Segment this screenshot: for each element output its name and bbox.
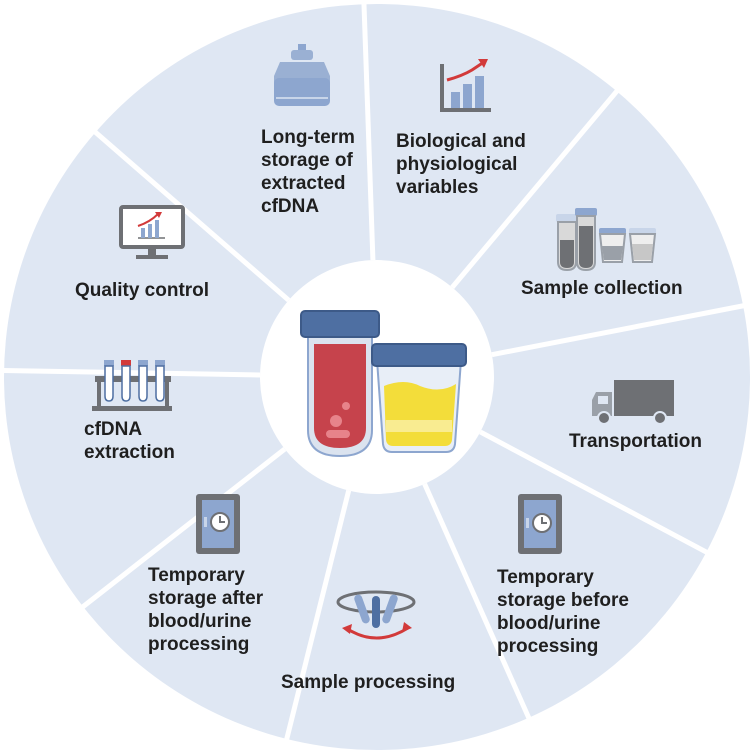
segment-divider xyxy=(284,489,352,741)
segment-divider xyxy=(3,367,261,378)
segment-divider xyxy=(361,3,376,261)
segment-dividers xyxy=(3,3,745,741)
truck-icon xyxy=(592,380,674,425)
centrifuge-icon xyxy=(336,590,416,640)
sample-tubes-icon xyxy=(556,208,657,272)
segment-divider xyxy=(93,129,291,303)
cryo-tank-icon xyxy=(274,44,330,106)
segment-divider xyxy=(422,482,532,720)
label-temporary-storage-before: Temporary storage before blood/urine pro… xyxy=(497,567,629,657)
bar-chart-icon xyxy=(440,59,491,112)
segment-divider xyxy=(491,303,745,358)
label-transportation: Transportation xyxy=(569,431,703,452)
blood-tube-icon xyxy=(300,310,380,458)
freezer-icon xyxy=(518,494,562,554)
monitor-chart-icon xyxy=(119,205,185,259)
segment-divider xyxy=(80,447,287,610)
tube-rack-icon xyxy=(92,360,172,411)
label-sample-collection: Sample collection xyxy=(521,278,683,299)
freezer-icon xyxy=(196,494,240,554)
label-quality-control: Quality control xyxy=(75,280,210,301)
segment-divider xyxy=(479,429,709,555)
label-cfdna-extraction: cfDNA extraction xyxy=(84,419,175,463)
segment-divider xyxy=(450,88,620,289)
label-long-term-storage: Long-term storage of extracted cfDNA xyxy=(261,127,355,217)
label-temporary-storage-after: Temporary storage after blood/urine proc… xyxy=(148,565,264,655)
label-biological-variables: Biological and physiological variables xyxy=(396,131,526,198)
label-sample-processing: Sample processing xyxy=(281,672,456,693)
urine-cup-icon xyxy=(371,343,467,453)
